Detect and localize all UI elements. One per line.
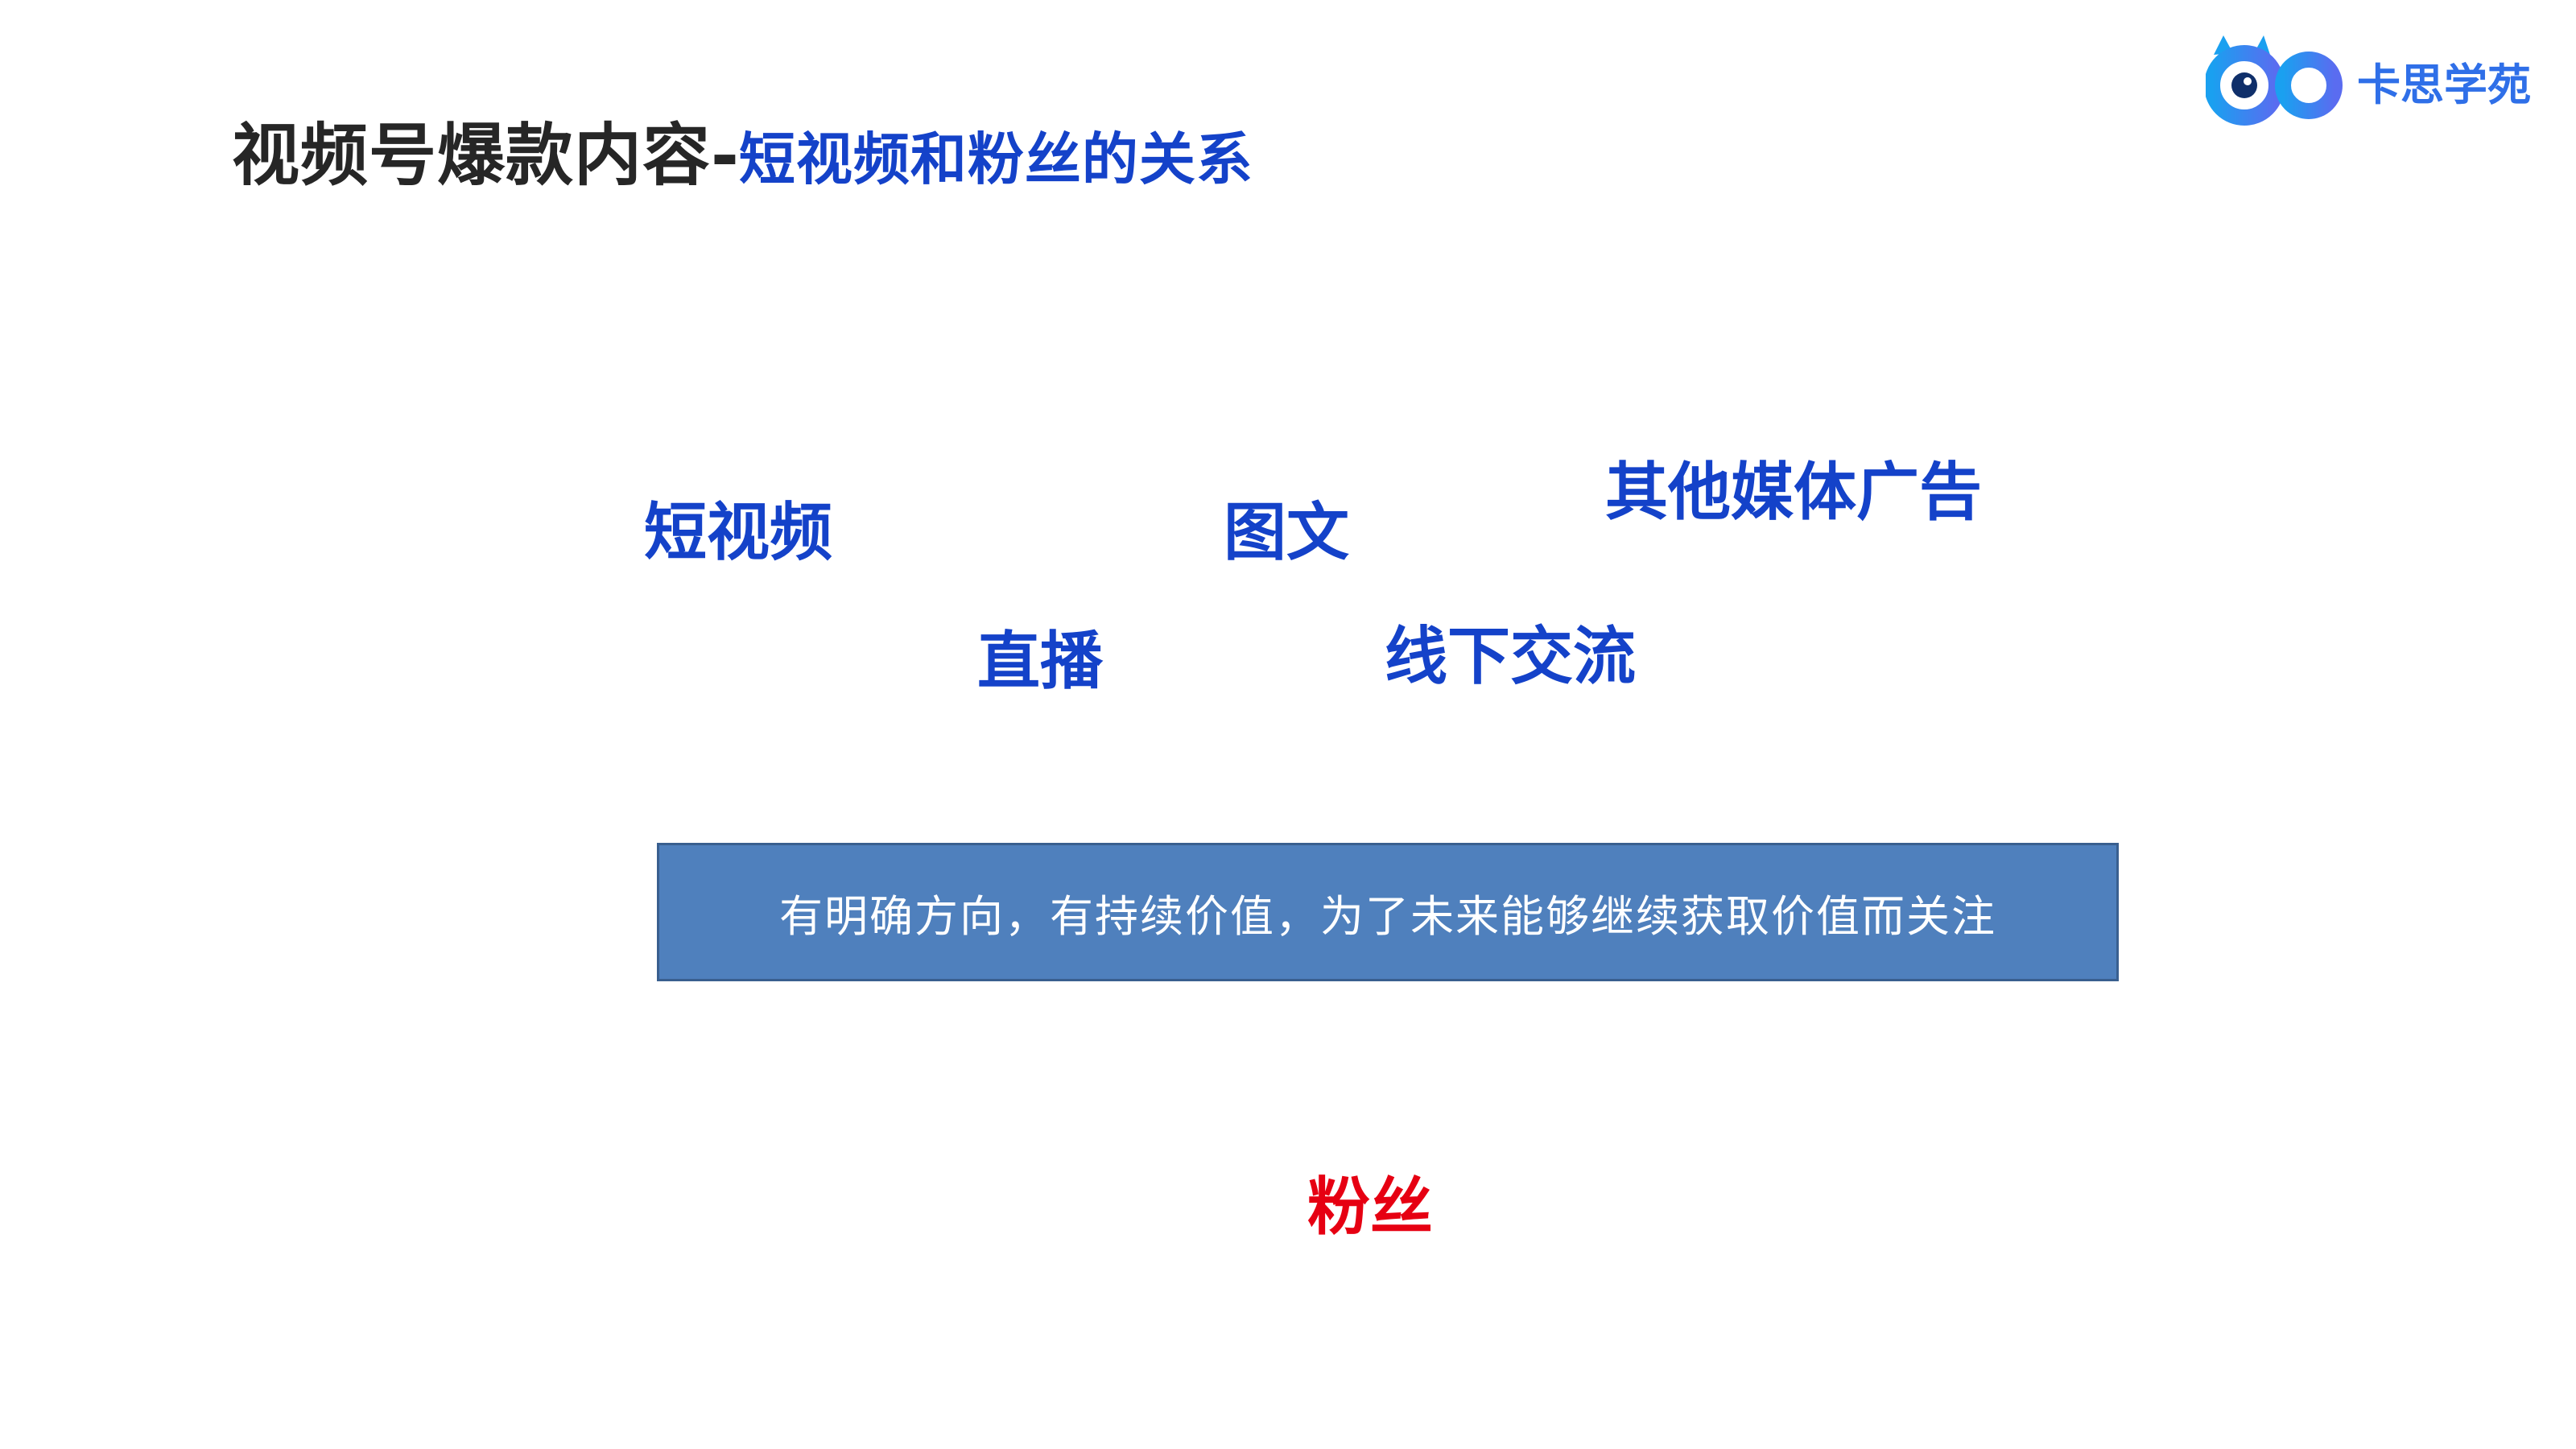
channel-other-media-ads: 其他媒体广告 xyxy=(1605,456,1983,529)
page-title: 视频号爆款内容-短视频和粉丝的关系 xyxy=(232,111,1253,200)
value-banner-text: 有明确方向，有持续价值，为了未来能够继续获取价值而关注 xyxy=(779,890,1996,942)
page-title-separator: - xyxy=(711,116,739,195)
infinity-eyes-icon xyxy=(2206,35,2343,126)
brand-logo: 卡思学苑 xyxy=(2206,31,2552,135)
fans-label: 粉丝 xyxy=(1307,1171,1434,1244)
page-title-main: 视频号爆款内容 xyxy=(232,116,712,195)
channel-live-stream: 直播 xyxy=(977,625,1104,698)
channel-image-text: 图文 xyxy=(1224,497,1350,569)
channel-offline-exchange: 线下交流 xyxy=(1385,621,1637,693)
brand-name: 卡思学苑 xyxy=(2357,60,2531,110)
page-title-subtitle: 短视频和粉丝的关系 xyxy=(738,126,1253,192)
channel-short-video: 短视频 xyxy=(644,497,833,569)
value-banner: 有明确方向，有持续价值，为了未来能够继续获取价值而关注 xyxy=(657,843,2119,981)
